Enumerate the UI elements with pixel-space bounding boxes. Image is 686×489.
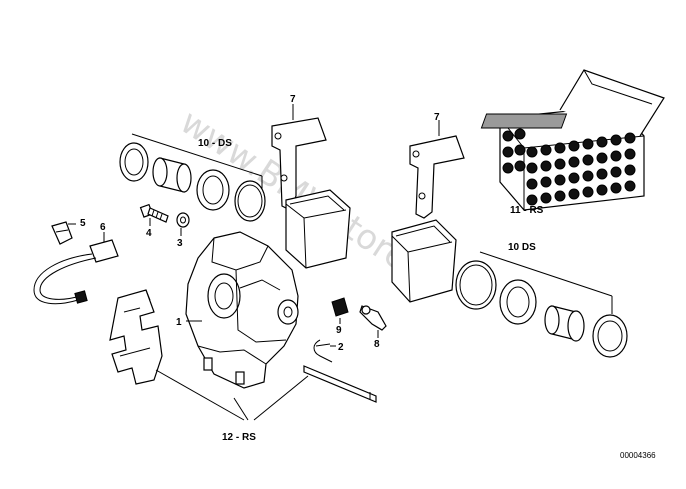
spring-clip-pin [313,339,336,363]
callout-8: 8 [374,339,380,350]
callout-11: 11 - RS [510,205,544,216]
reference-number: 00004366 [620,451,656,460]
pad-box-dots [502,128,636,206]
wire-clip [51,221,76,245]
right-seal-kit [455,251,628,358]
callout-5: 5 [80,218,86,229]
washer [176,212,190,236]
callout-2: 2 [338,342,344,353]
callout-7-right: 7 [434,112,440,123]
callout-9: 9 [336,325,342,336]
callout-3: 3 [177,238,183,249]
brake-pad-left [285,189,351,269]
callout-7-left: 7 [290,94,296,105]
seal-ring-left [234,180,266,222]
anti-rattle-spring [109,289,163,385]
retaining-pin [303,365,377,403]
callout-10-right: 10 DS [508,242,536,253]
callout-10-left: 10 - DS [198,138,232,149]
dust-ring-left [119,142,149,182]
seal-ring-right [455,260,497,310]
spring-clip-right [409,120,465,219]
boot-left [196,169,230,211]
callout-1: 1 [176,317,182,328]
brake-pad-right [391,219,457,303]
callout-12: 12 - RS [222,432,256,443]
callout-6: 6 [100,222,106,233]
wear-sensor [33,232,119,305]
boot-right [499,279,537,325]
callout-4: 4 [146,228,152,239]
dust-cap [331,297,349,324]
left-seal-kit [119,133,266,222]
caliper-housing [185,231,299,389]
bleed-valve [359,305,387,338]
bleed-screw [139,203,169,226]
